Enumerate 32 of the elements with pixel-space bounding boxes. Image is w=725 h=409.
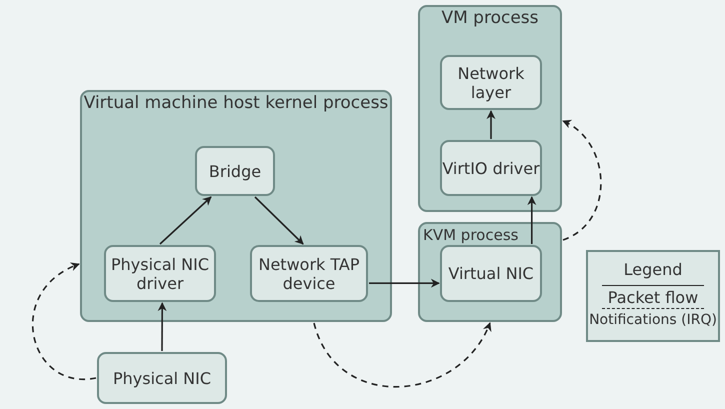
dashed-arrow — [313, 322, 491, 388]
process-box — [250, 245, 368, 302]
process-box — [440, 245, 542, 302]
arrow — [158, 302, 167, 351]
container-title: KVM process — [422, 225, 520, 245]
process-box — [440, 140, 542, 196]
dashed-arrow — [32, 263, 96, 380]
process-box — [104, 245, 216, 302]
process-box — [440, 55, 542, 110]
dashed-arrow — [562, 120, 602, 241]
container-title: VM process — [440, 7, 540, 28]
legend-text: Packet flow — [606, 288, 700, 307]
arrow — [369, 278, 440, 288]
process-box — [195, 146, 275, 196]
legend-text: Notifications (IRQ) — [588, 311, 718, 330]
arrow — [159, 196, 212, 245]
box-label: Physical NIC driver — [110, 254, 210, 292]
process-box — [97, 352, 227, 404]
arrow — [486, 110, 496, 139]
container-title: Virtual machine host kernel process — [82, 92, 390, 113]
box-label: Network layer — [456, 64, 526, 102]
legend-title: Legend — [622, 260, 684, 279]
box-label: Bridge — [208, 162, 262, 180]
process-container — [418, 5, 562, 212]
box-label: Network TAP device — [257, 254, 360, 292]
box-label: VirtIO driver — [442, 158, 540, 178]
process-container — [80, 90, 392, 322]
box-label: Virtual NIC — [448, 264, 534, 283]
box-label: Physical NIC — [112, 368, 212, 388]
arrow — [527, 196, 536, 244]
arrow — [254, 196, 304, 245]
process-container — [418, 222, 562, 322]
